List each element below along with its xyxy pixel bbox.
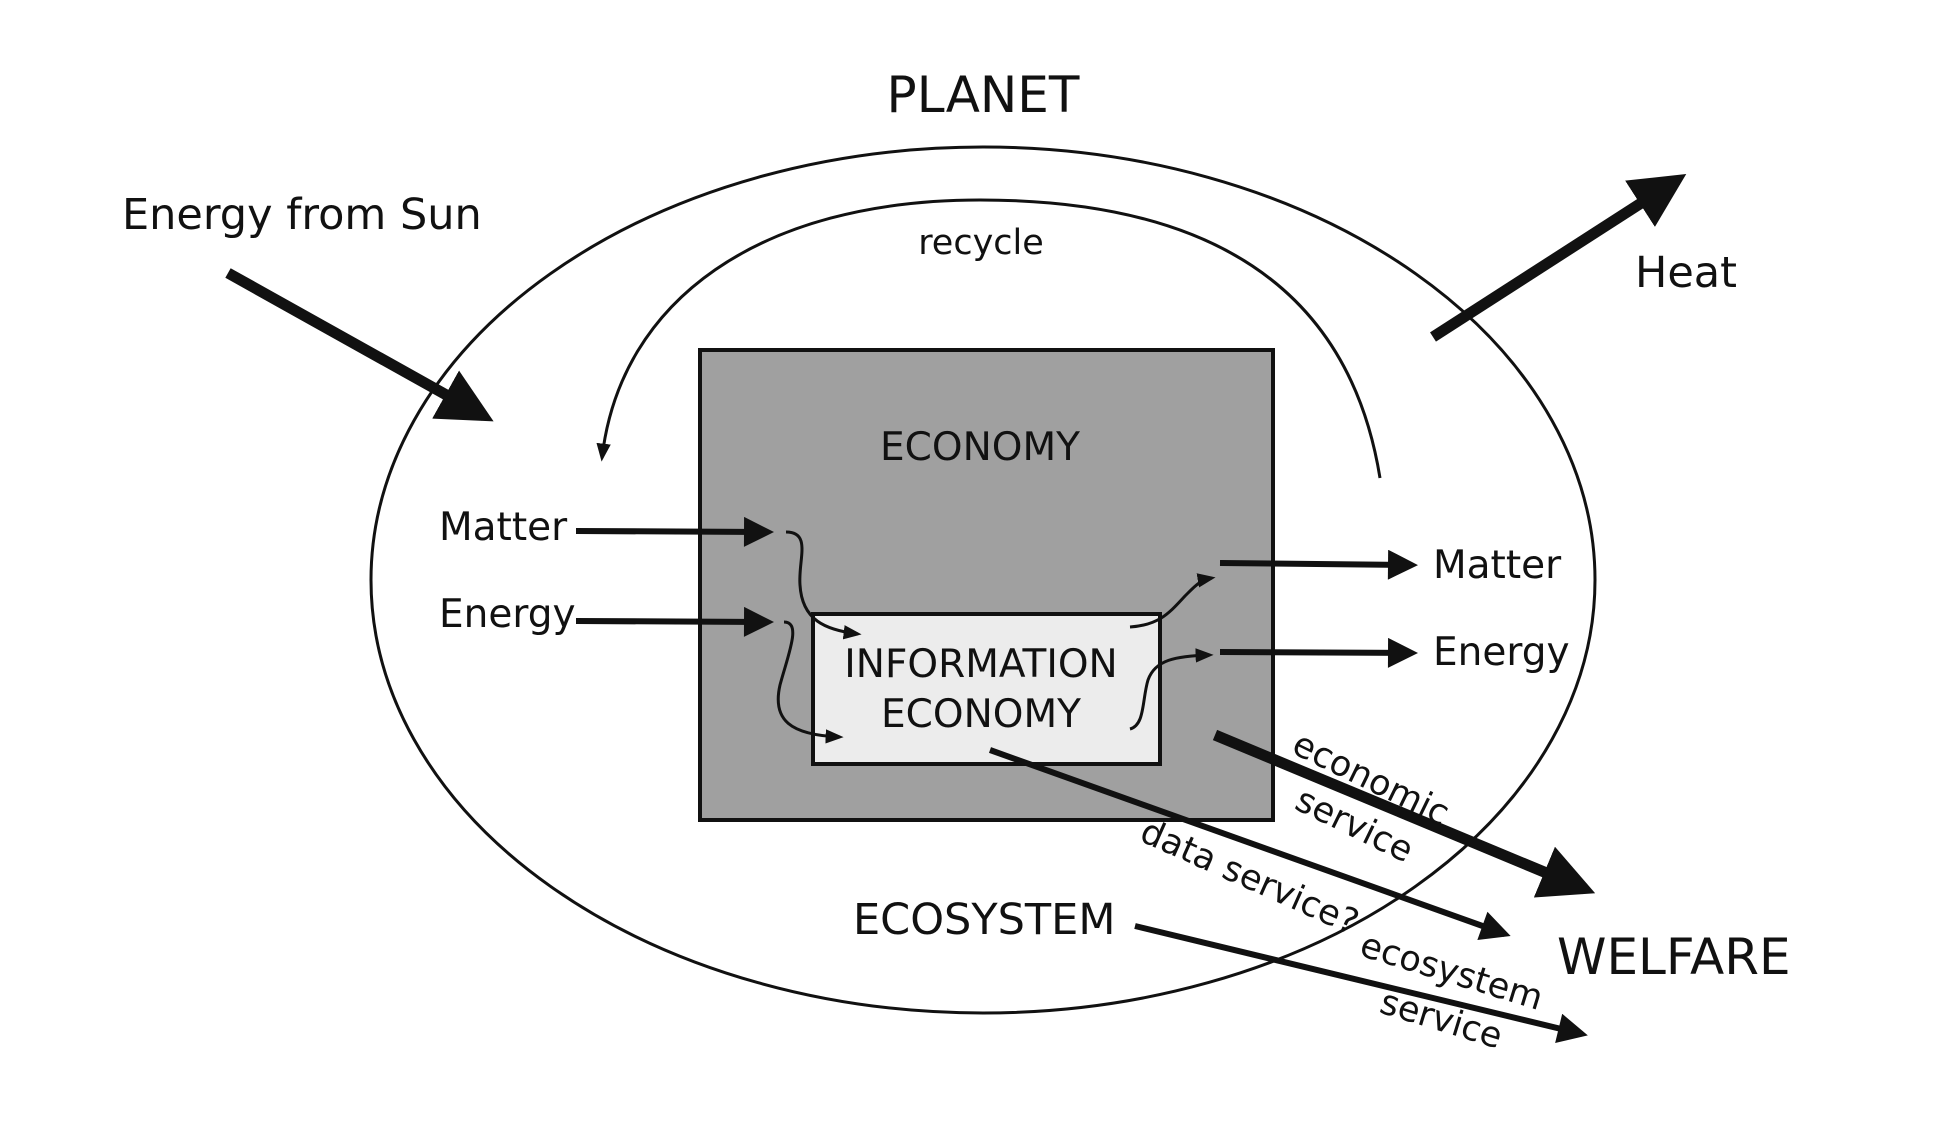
energy-output-label: Energy bbox=[1433, 630, 1570, 675]
energy-input-arrow bbox=[575, 606, 774, 637]
data-service-arrow bbox=[988, 747, 1511, 941]
energy-output-arrow bbox=[1219, 637, 1418, 668]
energy-input-label: Energy bbox=[439, 592, 576, 637]
recycle-label: recycle bbox=[918, 223, 1044, 263]
matter-input-arrow bbox=[575, 516, 774, 547]
recycle-arrow bbox=[596, 198, 1382, 479]
heat-label: Heat bbox=[1635, 248, 1737, 298]
economic-service-arrow bbox=[1212, 729, 1596, 898]
information-economy-box bbox=[811, 612, 1162, 766]
energy-from-sun-label: Energy from Sun bbox=[122, 190, 482, 240]
information-economy-label-line1: INFORMATION bbox=[844, 642, 1117, 687]
economy-label: ECONOMY bbox=[880, 425, 1080, 470]
matter-input-label: Matter bbox=[439, 505, 568, 550]
heat-arrow bbox=[1430, 174, 1687, 342]
energy-from-sun-arrow bbox=[225, 268, 494, 422]
matter-output-label: Matter bbox=[1433, 543, 1562, 588]
planet-ellipse bbox=[369, 145, 1597, 1015]
information-economy-label-line2: ECONOMY bbox=[881, 692, 1081, 737]
info-to-energy-arrow bbox=[1129, 648, 1214, 731]
welfare-label: WELFARE bbox=[1557, 928, 1791, 986]
ecosystem-service-arrow bbox=[1134, 923, 1588, 1043]
ecosystem-label: ECOSYSTEM bbox=[853, 895, 1115, 945]
matter-to-info-arrow bbox=[785, 530, 862, 640]
energy-to-info-arrow bbox=[776, 620, 844, 744]
info-to-matter-arrow bbox=[1129, 573, 1216, 629]
planet-label: PLANET bbox=[887, 66, 1080, 124]
matter-output-arrow bbox=[1219, 549, 1418, 580]
